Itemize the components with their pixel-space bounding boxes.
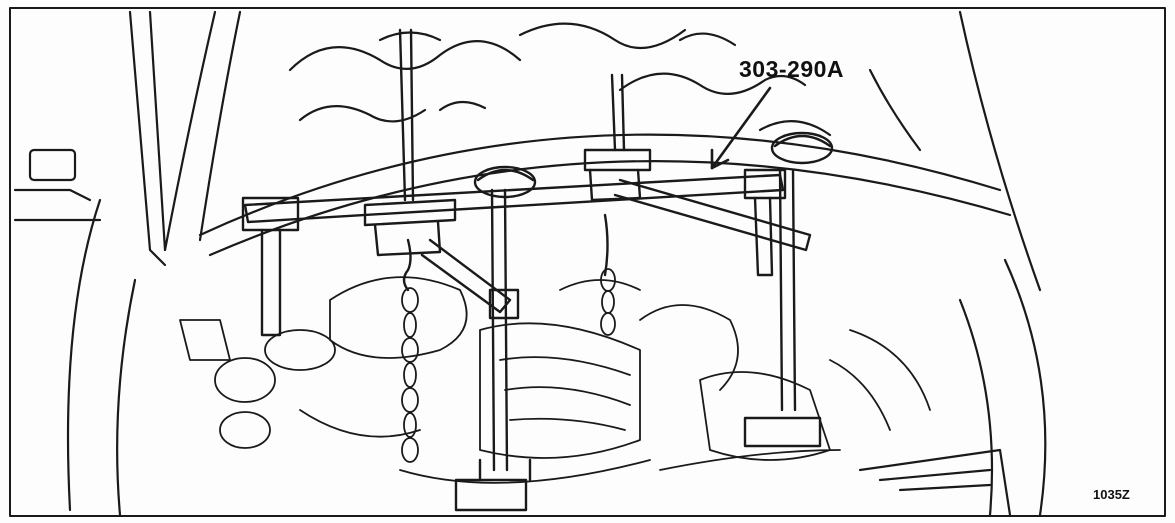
engine-support-bar bbox=[241, 28, 834, 512]
left-fender bbox=[13, 10, 167, 517]
figure-frame bbox=[9, 7, 1166, 517]
chains bbox=[401, 268, 616, 463]
figure-id-label: 1035Z bbox=[1093, 487, 1130, 502]
right-fender bbox=[858, 258, 1047, 517]
tool-number-label: 303-290A bbox=[739, 56, 845, 82]
engine bbox=[179, 276, 931, 484]
callout-arrow bbox=[710, 86, 772, 170]
